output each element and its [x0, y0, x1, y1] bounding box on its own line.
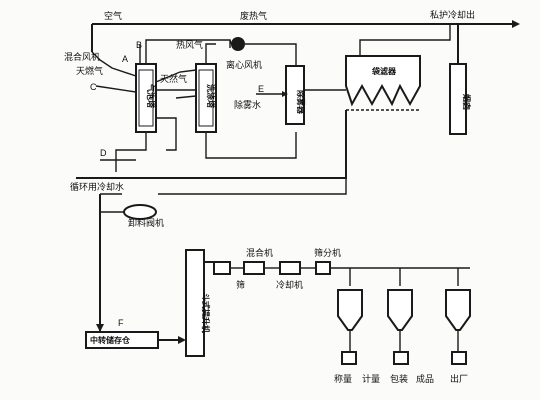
conveyor-chain	[213, 261, 470, 286]
label-spray-tower: 气泡塔	[146, 83, 156, 109]
marker-e: E	[258, 84, 264, 94]
marker-a: A	[122, 54, 128, 64]
label-cooling-water: 循环用冷却水	[70, 181, 124, 192]
label-to-boiler: 私护冷却出	[430, 9, 475, 20]
label-cooler: 冷却机	[276, 279, 303, 290]
label-out3: 包装	[390, 373, 408, 384]
bag-filter	[304, 24, 451, 111]
bucket-elevator	[185, 249, 214, 357]
label-natural-gas-left: 天燃气	[76, 65, 103, 76]
silo-1	[337, 289, 363, 365]
marker-c: C	[90, 82, 97, 92]
silo-3	[445, 289, 471, 365]
label-pump: 卸料阀机	[128, 217, 164, 228]
label-out1: 称量	[334, 373, 352, 384]
label-exhaust: 废热气	[240, 10, 267, 21]
intermediate-storage	[85, 318, 186, 349]
marker-f: F	[118, 318, 124, 328]
label-bag-filter: 袋滤器	[371, 66, 397, 76]
label-silo-screen: 筛	[236, 279, 245, 290]
cooling-water-line	[76, 110, 347, 330]
label-natural-gas-right: 天然气	[160, 73, 187, 84]
label-elevator: 斗式提升机	[201, 293, 211, 333]
chimney	[449, 24, 467, 135]
label-exhaust-fan: 离心风机	[226, 59, 262, 70]
label-tower-b: 洗涤塔	[206, 84, 216, 109]
label-air: 空气	[104, 10, 122, 21]
label-mixed-gas: 混合风机	[64, 51, 100, 62]
reactor-piping	[91, 39, 297, 172]
label-scrubber-water: 除雾水	[234, 99, 261, 110]
exhaust-fan-icon	[229, 37, 262, 51]
marker-b: B	[136, 40, 142, 50]
main-exhaust-line	[91, 20, 520, 52]
label-dust-box: 除雾器	[296, 90, 306, 115]
discharge-pump	[99, 204, 157, 240]
label-out5: 出厂	[450, 373, 468, 384]
marker-d: D	[100, 148, 107, 158]
label-feeder: 中转储存仓	[90, 335, 131, 345]
label-chimney: 烟囱	[462, 94, 472, 110]
silo-2	[387, 289, 413, 365]
label-mixer: 混合机	[246, 247, 273, 258]
label-sieve: 筛分机	[314, 247, 341, 258]
label-out2: 计量	[362, 373, 380, 384]
reactor-a	[135, 63, 157, 133]
label-hot-gas: 热风气	[176, 39, 203, 50]
label-out4: 成品	[416, 373, 434, 384]
dust-separator	[256, 43, 305, 125]
